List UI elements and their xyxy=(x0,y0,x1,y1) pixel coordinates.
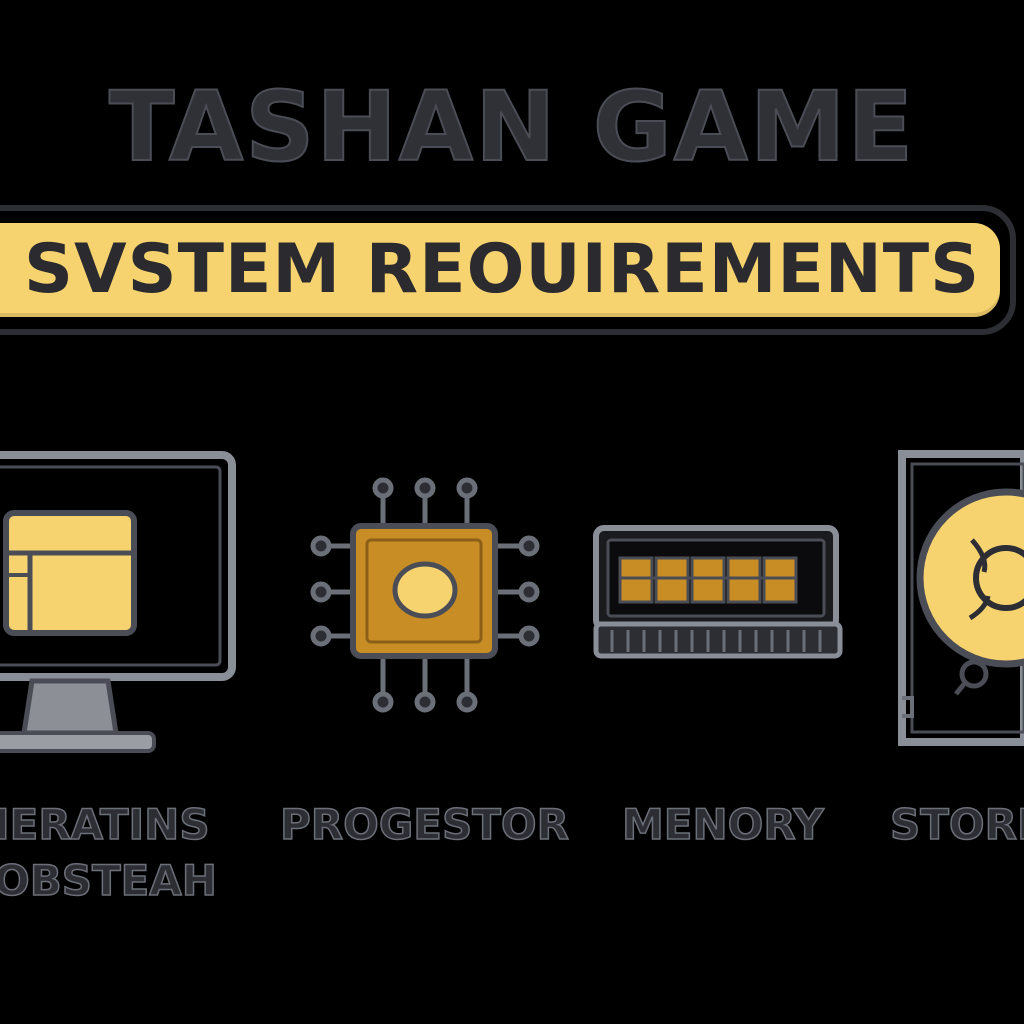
requirements-banner: SVSTEM REOUIREMENTS xyxy=(0,205,1016,335)
memory-ram-icon xyxy=(593,525,843,659)
processor-label: PROGESTOR xyxy=(279,799,569,850)
os-label-line1: IERATINS xyxy=(0,799,210,850)
banner-fill: SVSTEM REOUIREMENTS xyxy=(0,223,1000,317)
monitor-window-icon xyxy=(0,451,236,753)
cpu-chip-icon xyxy=(310,477,540,713)
page-title: TASHAN GAME xyxy=(108,71,916,183)
storage-label: STORI xyxy=(890,800,1024,850)
os-label-line2: OBSTEAH xyxy=(0,855,218,906)
memory-label: MENORY xyxy=(621,799,824,850)
storage-drive-icon xyxy=(898,450,1024,746)
banner-title: SVSTEM REOUIREMENTS xyxy=(24,230,981,309)
